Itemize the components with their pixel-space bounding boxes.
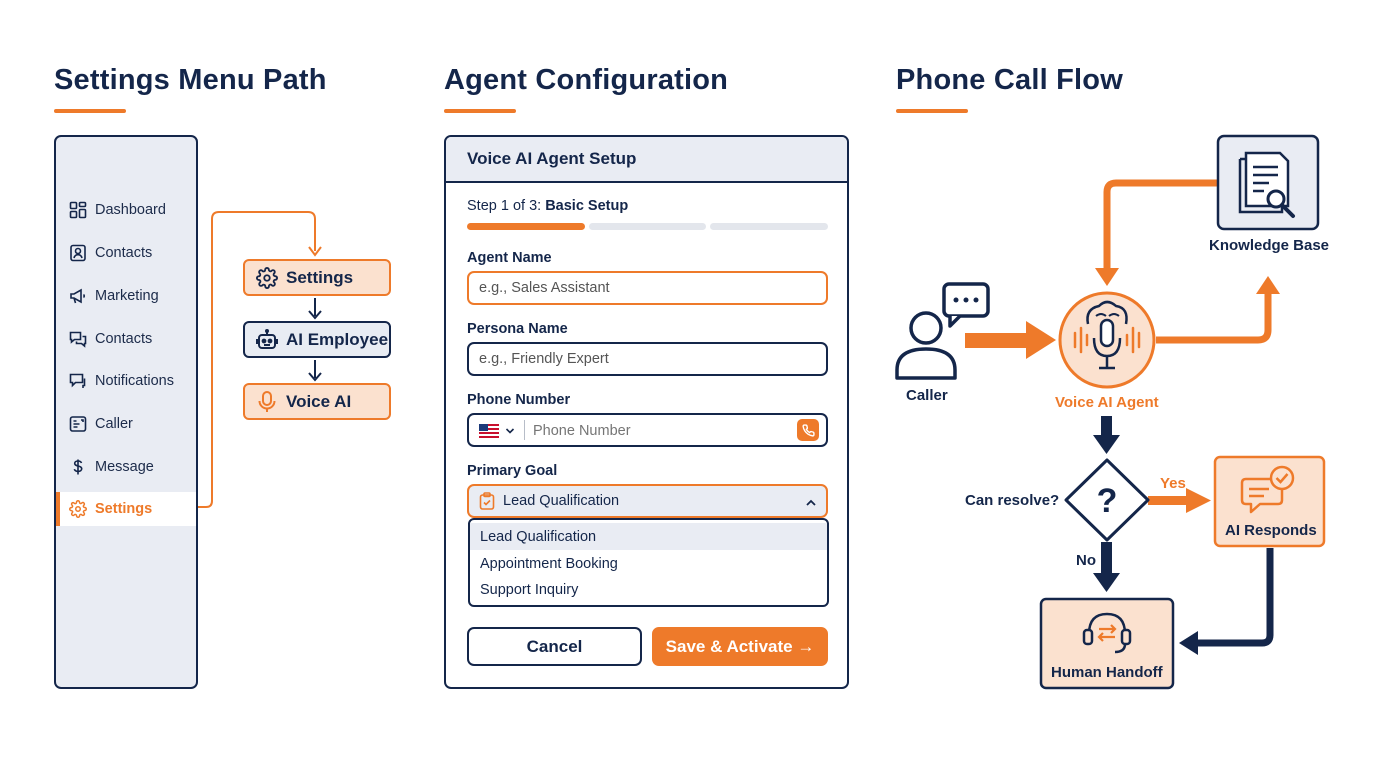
sidebar-item-label: Settings xyxy=(95,501,153,517)
arrow-responds-to-handoff xyxy=(1179,548,1274,655)
call-flow-diagram: ? xyxy=(895,134,1326,690)
arrow-caller-to-agent xyxy=(965,321,1056,359)
persona-name-label: Persona Name xyxy=(467,321,568,337)
panel-header: Voice AI Agent Setup xyxy=(446,137,847,183)
knowledge-base-icon xyxy=(1216,134,1320,231)
title-underline xyxy=(444,109,516,113)
caller-icon xyxy=(895,282,990,380)
microphone-icon xyxy=(255,390,279,414)
menu-path-label: Voice AI xyxy=(286,391,352,411)
country-select[interactable] xyxy=(479,423,519,439)
dollar-icon xyxy=(68,457,88,477)
gear-icon xyxy=(255,266,279,290)
dropdown-option[interactable]: Support Inquiry xyxy=(480,581,579,598)
call-flow-title: Phone Call Flow xyxy=(896,64,1123,96)
sidebar-item-label: Contacts xyxy=(95,245,153,261)
title-underline xyxy=(896,109,968,113)
decision-diamond: ? xyxy=(1064,458,1150,542)
cancel-button[interactable]: Cancel xyxy=(467,627,642,666)
sidebar-item-label: Marketing xyxy=(95,288,159,304)
dropdown-option[interactable]: Lead Qualification xyxy=(470,523,827,550)
ai-responds-box xyxy=(1213,455,1326,548)
primary-goal-dropdown: Lead Qualification Appointment Booking S… xyxy=(468,518,829,607)
menu-path-connector xyxy=(198,211,322,508)
notifications-icon xyxy=(68,371,88,391)
primary-goal-label: Primary Goal xyxy=(467,463,558,479)
dashboard-icon xyxy=(68,200,88,220)
agent-config-title: Agent Configuration xyxy=(444,64,729,96)
human-handoff-box xyxy=(1039,597,1175,690)
sidebar: Dashboard Contacts Marketing Contacts No… xyxy=(54,135,198,689)
step-name: Basic Setup xyxy=(545,198,629,214)
progress-segment xyxy=(589,223,706,230)
chevron-up-icon xyxy=(805,496,817,512)
step-prefix: Step 1 of 3: xyxy=(467,198,542,214)
dropdown-option[interactable]: Appointment Booking xyxy=(480,555,618,572)
menu-path-ai-employee[interactable]: AI Employee xyxy=(243,321,391,358)
progress-segment xyxy=(710,223,828,230)
arrow-knowledge-to-agent xyxy=(1095,179,1218,286)
gear-icon xyxy=(68,499,88,519)
sidebar-item-contacts-chat[interactable]: Contacts xyxy=(56,322,196,356)
sidebar-item-label: Notifications xyxy=(95,373,174,389)
menu-path-voice-ai[interactable]: Voice AI xyxy=(243,383,391,420)
phone-number-input[interactable] xyxy=(533,420,793,441)
arrow-yes xyxy=(1148,488,1211,513)
voice-ai-agent-icon xyxy=(1058,291,1156,389)
sidebar-item-dashboard[interactable]: Dashboard xyxy=(56,193,196,227)
voice-ai-agent-label: Voice AI Agent xyxy=(1055,394,1159,411)
phone-icon[interactable] xyxy=(797,419,819,441)
caller-label: Caller xyxy=(906,387,948,404)
chevron-down-icon xyxy=(505,428,515,434)
progress-segment-active xyxy=(467,223,585,230)
arrow-agent-to-decision xyxy=(1093,416,1120,454)
us-flag-icon xyxy=(479,424,499,438)
menu-path-settings[interactable]: Settings xyxy=(243,259,391,296)
persona-name-input[interactable] xyxy=(467,342,828,376)
no-label: No xyxy=(1076,552,1096,569)
menu-path-label: AI Employee xyxy=(286,329,389,349)
agent-setup-panel: Voice AI Agent Setup Step 1 of 3: Basic … xyxy=(444,135,849,689)
agent-name-input[interactable] xyxy=(467,271,828,305)
primary-goal-value: Lead Qualification xyxy=(503,493,620,509)
robot-icon xyxy=(255,328,279,352)
yes-label: Yes xyxy=(1160,475,1186,492)
ai-responds-label: AI Responds xyxy=(1225,522,1317,539)
sidebar-item-label: Contacts xyxy=(95,331,153,347)
save-activate-button[interactable]: Save & Activate → xyxy=(652,627,828,666)
primary-goal-select[interactable]: Lead Qualification xyxy=(467,484,828,518)
title-underline xyxy=(54,109,126,113)
contacts-icon xyxy=(68,243,88,263)
sidebar-item-message[interactable]: Message xyxy=(56,450,196,484)
sidebar-item-label: Dashboard xyxy=(95,202,166,218)
megaphone-icon xyxy=(68,286,88,306)
sidebar-item-settings[interactable]: Settings xyxy=(56,492,196,526)
menu-path-title: Settings Menu Path xyxy=(54,64,327,96)
svg-text:?: ? xyxy=(1097,482,1118,520)
knowledge-base-label: Knowledge Base xyxy=(1209,237,1330,254)
menu-path-label: Settings xyxy=(286,267,354,287)
caller-icon xyxy=(68,414,88,434)
step-indicator: Step 1 of 3: Basic Setup xyxy=(467,198,628,214)
sidebar-item-label: Caller xyxy=(95,416,133,432)
sidebar-item-marketing[interactable]: Marketing xyxy=(56,279,196,313)
sidebar-item-caller[interactable]: Caller xyxy=(56,407,196,441)
sidebar-item-contacts[interactable]: Contacts xyxy=(56,236,196,270)
phone-number-field xyxy=(467,413,828,447)
agent-name-label: Agent Name xyxy=(467,250,552,266)
arrow-no xyxy=(1093,542,1120,592)
divider xyxy=(524,420,525,440)
sidebar-item-notifications[interactable]: Notifications xyxy=(56,364,196,398)
decision-label: Can resolve? xyxy=(965,492,1060,509)
human-handoff-label: Human Handoff xyxy=(1051,664,1163,681)
arrow-agent-to-knowledge xyxy=(1156,276,1280,344)
clipboard-check-icon xyxy=(479,492,497,510)
sidebar-item-label: Message xyxy=(95,459,154,475)
phone-number-label: Phone Number xyxy=(467,392,571,408)
chat-icon xyxy=(68,329,88,349)
